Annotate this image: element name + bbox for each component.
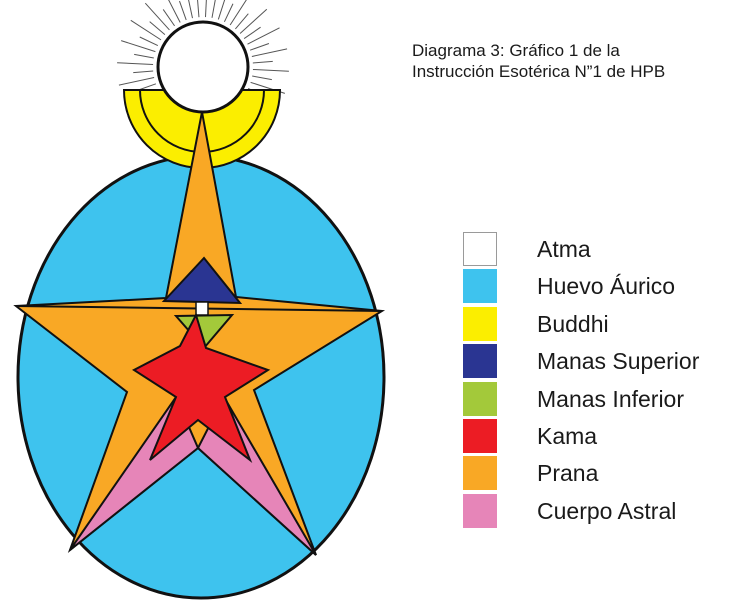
manas-inferior-swatch-icon (463, 381, 497, 416)
manas-superior-swatch-icon (463, 344, 497, 379)
sun-ray (117, 62, 154, 66)
sun-ray (211, 0, 216, 18)
sun-ray (249, 43, 270, 51)
sun-ray (179, 0, 187, 21)
manas-connector (195, 301, 209, 316)
legend-label-cuerpo-astral: Cuerpo Astral (537, 497, 677, 524)
sun-ray (133, 70, 154, 74)
legend-label-buddhi: Buddhi (537, 310, 609, 337)
legend-label-manas-superior: Manas Superior (537, 348, 700, 375)
sun-ray (197, 0, 200, 18)
sun-ray (118, 77, 155, 86)
caption-line-1: Diagrama 3: Gráfico 1 de la (412, 41, 620, 60)
legend-label-huevo-aurico: Huevo Áurico (537, 273, 676, 300)
sun-ray (149, 21, 166, 35)
sun-ray (168, 0, 181, 23)
atma-swatch-icon (463, 232, 497, 266)
caption-line-2: Instrucción Esotérica N”1 de HPB (412, 62, 666, 81)
sun-ray (188, 0, 193, 19)
sun-ray (134, 53, 154, 59)
sun-ray (252, 68, 289, 72)
sun-ray (204, 0, 207, 18)
sun-ray (120, 40, 156, 53)
sun-ray (235, 13, 249, 30)
sun-ray (223, 3, 234, 23)
legend-label-kama: Kama (537, 422, 598, 449)
kama-star (132, 312, 271, 464)
esoteric-diagram (13, 0, 386, 600)
sun-ray (239, 8, 268, 34)
sun-ray (144, 2, 170, 31)
diagram-caption: Diagrama 3: Gráfico 1 de la Instrucción … (412, 40, 737, 82)
legend-label-manas-inferior: Manas Inferior (537, 385, 685, 412)
cuerpo-astral-swatch-icon (463, 493, 497, 528)
legend-label-prana: Prana (537, 460, 599, 487)
buddhi-swatch-icon (463, 306, 497, 341)
sun-ray (162, 9, 175, 27)
sun-ray (217, 0, 226, 20)
atma-sun (156, 20, 250, 114)
sun-ray (252, 60, 273, 64)
sun-ray (130, 19, 162, 41)
kama-swatch-icon (463, 418, 497, 453)
sun-ray (252, 75, 272, 81)
legend-label-atma: Atma (537, 236, 591, 262)
huevo-aurico-swatch-icon (463, 269, 497, 304)
sun-ray (251, 48, 288, 57)
sun-ray (229, 0, 247, 26)
sun-ray (247, 27, 280, 45)
sun-ray (243, 26, 261, 39)
prana-swatch-icon (463, 456, 497, 491)
sun-ray (139, 36, 159, 47)
